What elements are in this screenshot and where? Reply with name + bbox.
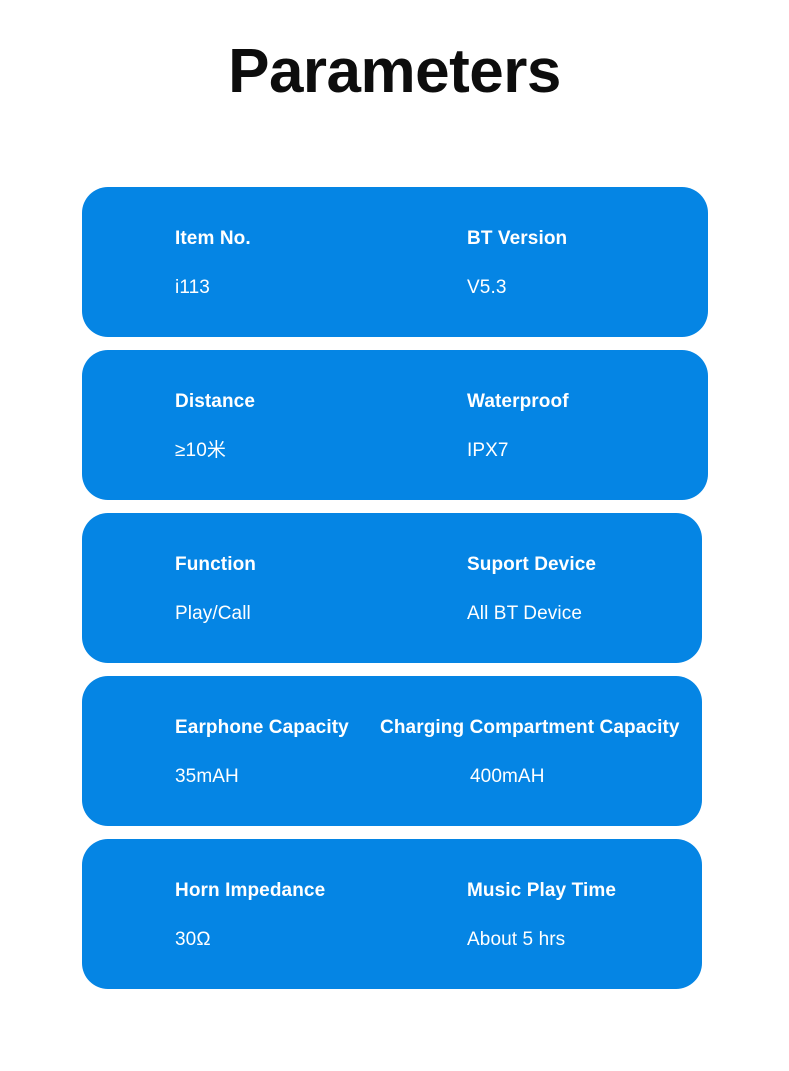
- parameter-label-right: Music Play Time: [467, 880, 616, 901]
- parameter-label-right: Waterproof: [467, 391, 569, 412]
- parameter-card: Earphone Capacity Charging Compartment C…: [82, 676, 702, 826]
- parameter-value-left: Play/Call: [175, 603, 251, 624]
- parameter-label-left: Function: [175, 554, 257, 575]
- parameter-label-right: BT Version: [467, 228, 568, 249]
- parameter-label-left: Horn Impedance: [175, 880, 326, 901]
- parameter-card-list: Item No. BT Version i113 V5.3 Distance W…: [82, 187, 708, 989]
- parameter-value-right: V5.3: [467, 277, 507, 298]
- page-title: Parameters: [228, 37, 561, 106]
- parameter-label-right: Charging Compartment Capacity: [380, 717, 680, 738]
- parameter-card: Horn Impedance Music Play Time 30Ω About…: [82, 839, 702, 989]
- parameter-card: Function Suport Device Play/Call All BT …: [82, 513, 702, 663]
- parameter-value-left: ≥10米: [175, 440, 226, 461]
- parameter-value-right: 400mAH: [470, 766, 545, 787]
- parameter-label-right: Suport Device: [467, 554, 597, 575]
- parameter-label-left: Item No.: [175, 228, 251, 249]
- parameter-value-left: 35mAH: [175, 766, 239, 787]
- parameter-value-left: 30Ω: [175, 929, 211, 950]
- parameter-value-right: About 5 hrs: [467, 929, 566, 950]
- parameter-label-left: Distance: [175, 391, 256, 412]
- parameter-label-left: Earphone Capacity: [175, 717, 349, 738]
- parameter-card: Item No. BT Version i113 V5.3: [82, 187, 708, 337]
- parameter-value-right: IPX7: [467, 440, 509, 461]
- parameter-value-right: All BT Device: [467, 603, 582, 624]
- parameter-value-left: i113: [175, 277, 210, 298]
- parameter-card: Distance Waterproof ≥10米 IPX7: [82, 350, 708, 500]
